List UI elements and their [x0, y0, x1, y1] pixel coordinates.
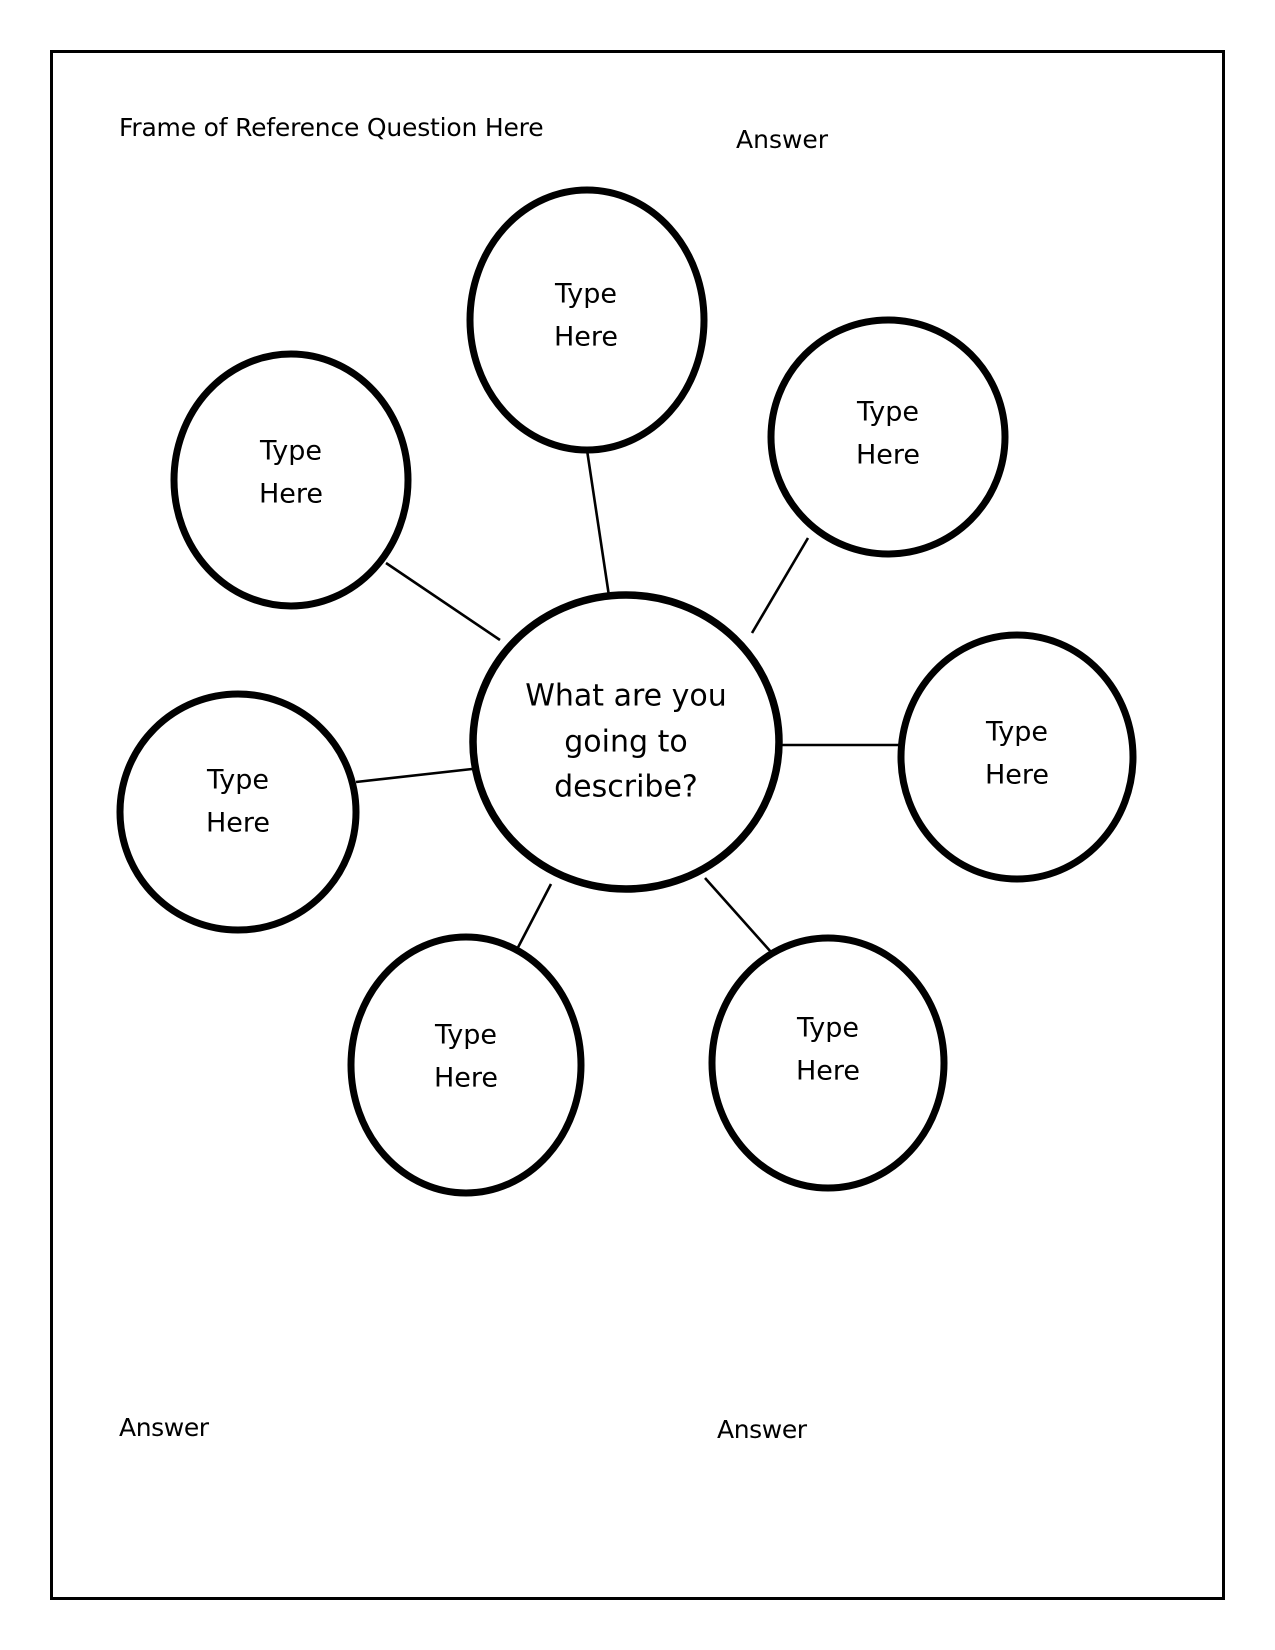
answer-label-top-right[interactable]: Answer: [736, 125, 829, 154]
page-border-frame: [50, 50, 1225, 1600]
frame-of-reference-question-label[interactable]: Frame of Reference Question Here: [119, 113, 544, 142]
answer-label-bottom-left[interactable]: Answer: [119, 1413, 209, 1442]
answer-label-bottom-right[interactable]: Answer: [717, 1415, 807, 1444]
